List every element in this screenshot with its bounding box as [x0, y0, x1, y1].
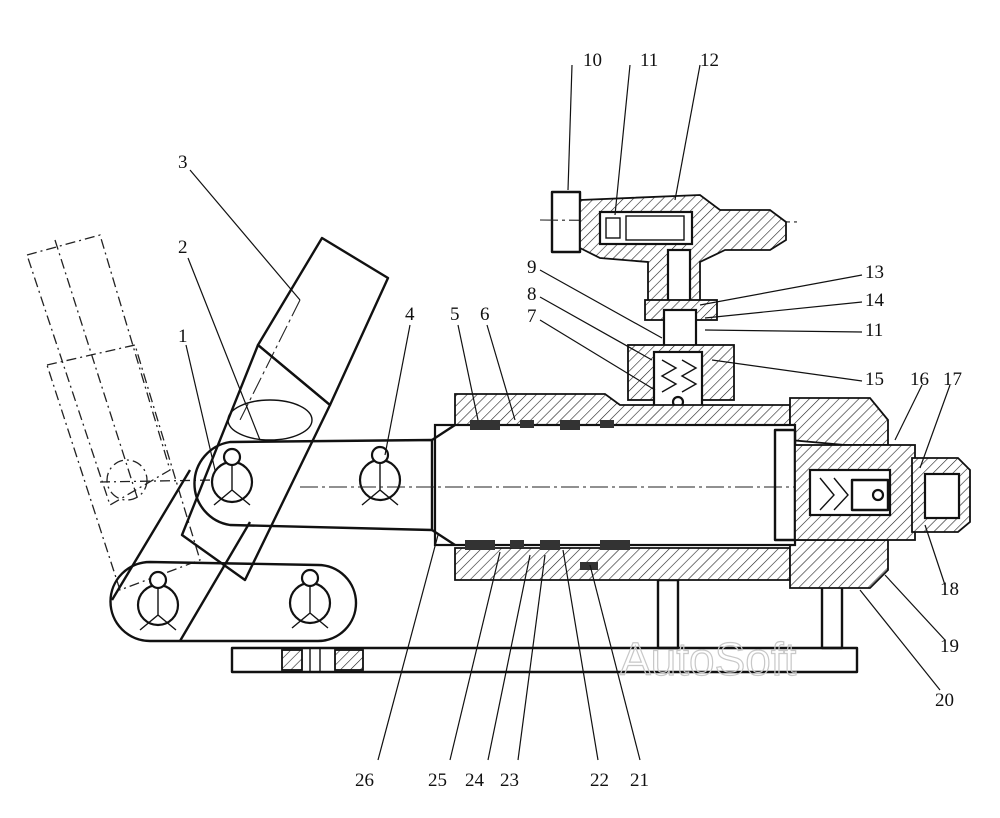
label-8: 8: [527, 284, 537, 305]
pump-stem: [627, 299, 735, 410]
label-11-top: 11: [640, 50, 658, 71]
label-14: 14: [865, 290, 885, 311]
diagonal-link: [110, 469, 252, 642]
label-12: 12: [700, 50, 719, 71]
pin-left-lower: [136, 570, 180, 631]
label-7: 7: [527, 306, 537, 327]
label-17: 17: [943, 369, 962, 390]
label-2: 2: [178, 237, 188, 258]
part-labels: 1 2 3 4 5 6 7 8 9 10 11 12 13 14 11 15 1…: [178, 50, 962, 791]
lower-link: [109, 560, 358, 643]
label-15: 15: [865, 369, 884, 390]
phantom-lever-outline: [26, 234, 216, 591]
label-5: 5: [450, 304, 460, 325]
label-10: 10: [583, 50, 602, 71]
label-21: 21: [630, 770, 649, 791]
label-20: 20: [935, 690, 954, 711]
label-19: 19: [940, 636, 959, 657]
label-6: 6: [480, 304, 490, 325]
label-3: 3: [178, 152, 188, 173]
label-16: 16: [910, 369, 929, 390]
label-13: 13: [865, 262, 884, 283]
upper-lever: [193, 438, 434, 532]
leader-lines: [185, 64, 951, 761]
pin-middle-upper: [358, 445, 402, 506]
cylinder-body: [300, 393, 900, 589]
relief-valve: [794, 444, 971, 541]
label-11-right: 11: [865, 320, 883, 341]
label-18: 18: [940, 579, 959, 600]
label-4: 4: [405, 304, 415, 325]
pin-left-upper: [210, 447, 254, 506]
handle-socket: [180, 343, 332, 582]
label-23: 23: [500, 770, 519, 791]
label-26: 26: [355, 770, 374, 791]
label-25: 25: [428, 770, 447, 791]
base-plate: [230, 646, 859, 674]
watermark-text: AutoSoft: [620, 633, 797, 685]
label-24: 24: [465, 770, 485, 791]
label-1: 1: [178, 326, 188, 347]
piston-ram: [431, 423, 456, 547]
pin-right-lower: [288, 568, 332, 629]
label-9: 9: [527, 257, 537, 278]
label-22: 22: [590, 770, 609, 791]
